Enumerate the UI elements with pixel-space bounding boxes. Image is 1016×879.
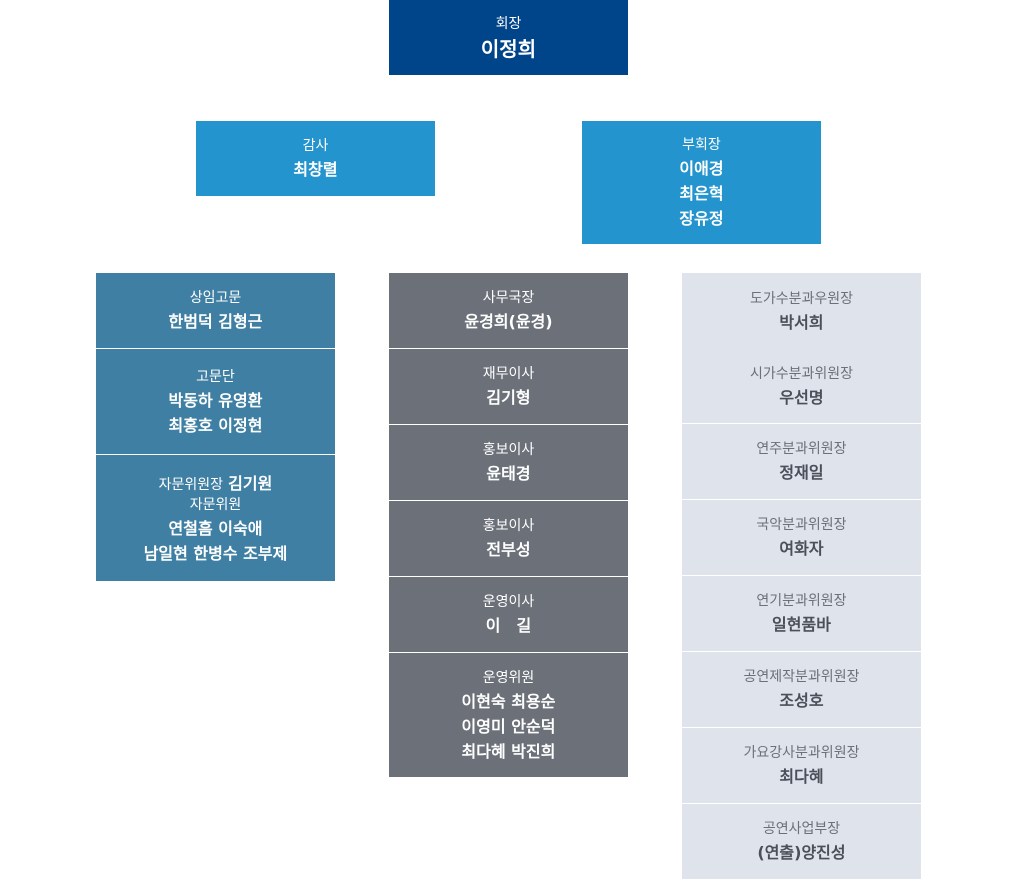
council-name: 박동하 유영환	[168, 390, 263, 410]
auditor-box: 감사 최창렬	[196, 121, 435, 196]
secretariat-cell: 운영이사 이 길	[389, 577, 628, 653]
auditor-role: 감사	[302, 138, 329, 154]
council-cell: 고문단 박동하 유영환 최홍호 이정현	[96, 349, 335, 455]
secretariat-cell: 홍보이사 윤태경	[389, 425, 628, 501]
consult-head-role: 자문위원장	[158, 477, 224, 493]
secretariat-role: 홍보이사	[482, 518, 535, 534]
consult-name: 연철흠 이숙애	[168, 519, 263, 538]
secretariat-role: 재무이사	[482, 366, 535, 382]
committee-cell: 연기분과위원장 일현품바	[682, 576, 921, 652]
advisory-column: 상임고문 한범덕 김형근 고문단 박동하 유영환 최홍호 이정현 자문위원장 김…	[96, 273, 335, 581]
consult-cell: 자문위원장 김기원 자문위원 연철흠 이숙애 남일현 한병수 조부제	[96, 455, 335, 581]
secretariat-name: 이현숙 최용순	[461, 691, 556, 711]
advisor-role: 상임고문	[189, 290, 242, 306]
chairman-box: 회장 이정희	[389, 0, 628, 75]
chairman-name: 이정희	[480, 36, 537, 61]
secretariat-cell: 사무국장 윤경희(윤경)	[389, 273, 628, 349]
committee-name: 정재일	[779, 463, 824, 482]
secretariat-name: 윤태경	[486, 464, 531, 483]
secretariat-name: 이영미 안순덕	[461, 716, 556, 736]
vice-name: 장유정	[679, 209, 724, 228]
committee-role: 연주분과위원장	[756, 441, 847, 457]
secretariat-role: 운영이사	[482, 594, 535, 610]
chairman-role: 회장	[495, 15, 522, 32]
secretariat-name: 이 길	[485, 616, 532, 635]
auditor-name: 최창렬	[293, 160, 338, 179]
secretariat-name: 윤경희(윤경)	[464, 312, 553, 331]
advisor-cell: 상임고문 한범덕 김형근	[96, 273, 335, 349]
committee-role: 시가수분과위원장	[749, 365, 854, 382]
committee-cell: 도가수분과우원장 박서희	[682, 273, 921, 349]
committee-cell: 가요강사분과위원장 최다혜	[682, 728, 921, 804]
secretariat-name: 전부성	[486, 540, 531, 559]
committee-role: 국악분과위원장	[756, 517, 847, 533]
committee-role: 공연제작분과위원장	[743, 669, 860, 685]
vice-name: 이애경	[679, 159, 724, 178]
committee-column: 도가수분과우원장 박서희 시가수분과위원장 우선명 연주분과위원장 정재일 국악…	[682, 273, 921, 879]
committee-name: 박서희	[779, 312, 824, 332]
vice-name: 최은혁	[679, 184, 724, 203]
committee-name: 조성호	[779, 691, 824, 710]
committee-name: 여화자	[779, 539, 824, 558]
committee-role: 도가수분과우원장	[749, 290, 854, 307]
secretariat-role: 운영위원	[482, 669, 535, 686]
committee-name: 일현품바	[772, 615, 831, 634]
secretariat-cell: 운영위원 이현숙 최용순 이영미 안순덕 최다혜 박진희	[389, 653, 628, 777]
council-role: 고문단	[196, 368, 235, 385]
committee-name: (연출)양진성	[757, 843, 846, 862]
secretariat-cell: 홍보이사 전부성	[389, 501, 628, 577]
secretariat-name: 최다혜 박진희	[461, 741, 556, 761]
committee-cell: 연주분과위원장 정재일	[682, 424, 921, 500]
secretariat-column: 사무국장 윤경희(윤경) 재무이사 김기형 홍보이사 윤태경 홍보이사 전부성 …	[389, 273, 628, 777]
consult-head-line: 자문위원장 김기원	[159, 470, 273, 494]
committee-role: 연기분과위원장	[756, 593, 847, 609]
consult-head-name: 김기원	[228, 474, 273, 493]
secretariat-role: 홍보이사	[482, 442, 535, 458]
consult-name: 남일현 한병수 조부제	[143, 544, 288, 563]
council-name: 최홍호 이정현	[168, 415, 263, 435]
committee-role: 가요강사분과위원장	[743, 745, 860, 761]
committee-cell: 공연제작분과위원장 조성호	[682, 652, 921, 728]
vice-chairman-box: 부회장 이애경 최은혁 장유정	[582, 121, 821, 244]
consult-role: 자문위원	[189, 497, 242, 513]
committee-name: 우선명	[779, 387, 824, 407]
vice-role: 부회장	[682, 137, 721, 153]
committee-cell: 국악분과위원장 여화자	[682, 500, 921, 576]
secretariat-role: 사무국장	[482, 290, 535, 306]
committee-cell: 시가수분과위원장 우선명	[682, 349, 921, 424]
secretariat-name: 김기형	[486, 388, 531, 407]
committee-name: 최다혜	[779, 767, 824, 786]
secretariat-cell: 재무이사 김기형	[389, 349, 628, 425]
advisor-name: 한범덕 김형근	[168, 312, 263, 331]
committee-cell: 공연사업부장 (연출)양진성	[682, 804, 921, 879]
committee-role: 공연사업부장	[762, 821, 841, 837]
